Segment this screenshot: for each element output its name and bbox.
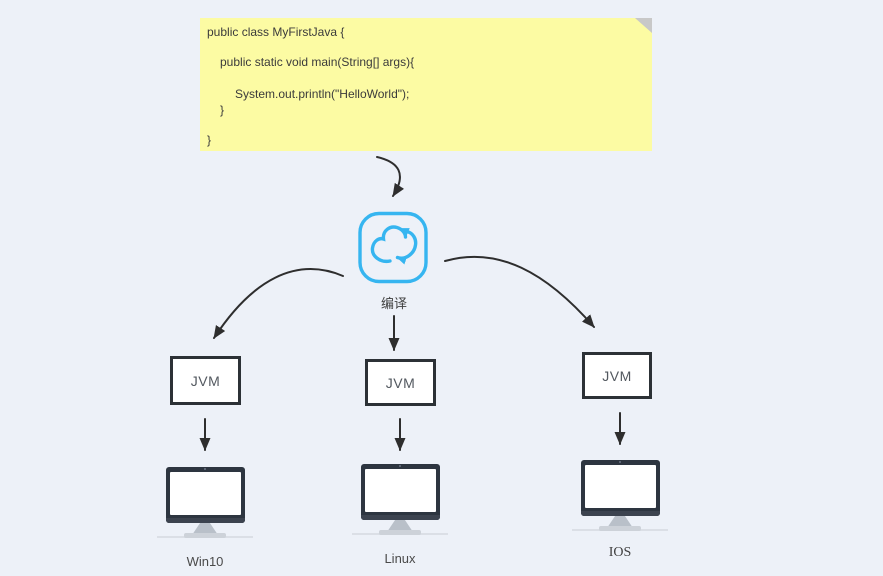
code-line: public static void main(String[] args){	[220, 55, 415, 69]
code-line: }	[220, 103, 225, 117]
code-line: System.out.println("HelloWorld");	[235, 87, 410, 101]
platform-label-linux: Linux	[384, 551, 416, 566]
arrow-note-to-compiler	[376, 156, 405, 197]
camera-dot-icon	[204, 468, 206, 470]
monitor-screen	[364, 469, 436, 512]
platform-label-ios: IOS	[608, 545, 632, 560]
code-line: public class MyFirstJava {	[207, 25, 345, 39]
monitor-chin	[580, 511, 660, 516]
monitor-stand	[607, 516, 633, 528]
monitor-screen	[584, 465, 656, 508]
arrow-compiler-to-jvm-ios	[444, 255, 595, 328]
monitor-screen	[169, 472, 241, 515]
monitor-stand	[192, 523, 218, 535]
monitor-icon	[360, 464, 440, 520]
code-note: public class MyFirstJava { public static…	[200, 18, 652, 151]
jvm-label: JVM	[190, 372, 221, 389]
monitor-chin	[360, 515, 440, 520]
monitor-icon	[165, 467, 245, 523]
jvm-label: JVM	[385, 374, 416, 391]
platform-node-ios: IOS	[570, 460, 670, 561]
code-line: }	[207, 133, 212, 147]
monitor-base	[599, 526, 641, 531]
platform-node-win10: Win10	[155, 467, 255, 569]
monitor-stand	[387, 520, 413, 532]
jvm-node-ios: JVM	[582, 352, 652, 399]
arrow-compiler-to-jvm-win10	[213, 268, 344, 339]
jvm-node-win10: JVM	[170, 356, 241, 405]
compiler-label: 编译	[380, 296, 407, 311]
monitor-base	[184, 533, 226, 538]
monitor-icon	[580, 460, 660, 516]
jvm-label: JVM	[602, 367, 632, 384]
monitor-chin	[165, 518, 245, 523]
jvm-node-linux: JVM	[365, 359, 436, 406]
folded-corner-icon	[635, 18, 652, 33]
platform-label-win10: Win10	[186, 554, 224, 569]
camera-dot-icon	[399, 465, 401, 467]
monitor-base	[379, 530, 421, 535]
cloud-sync-icon	[358, 211, 428, 284]
camera-dot-icon	[619, 461, 621, 463]
platform-node-linux: Linux	[350, 464, 450, 566]
